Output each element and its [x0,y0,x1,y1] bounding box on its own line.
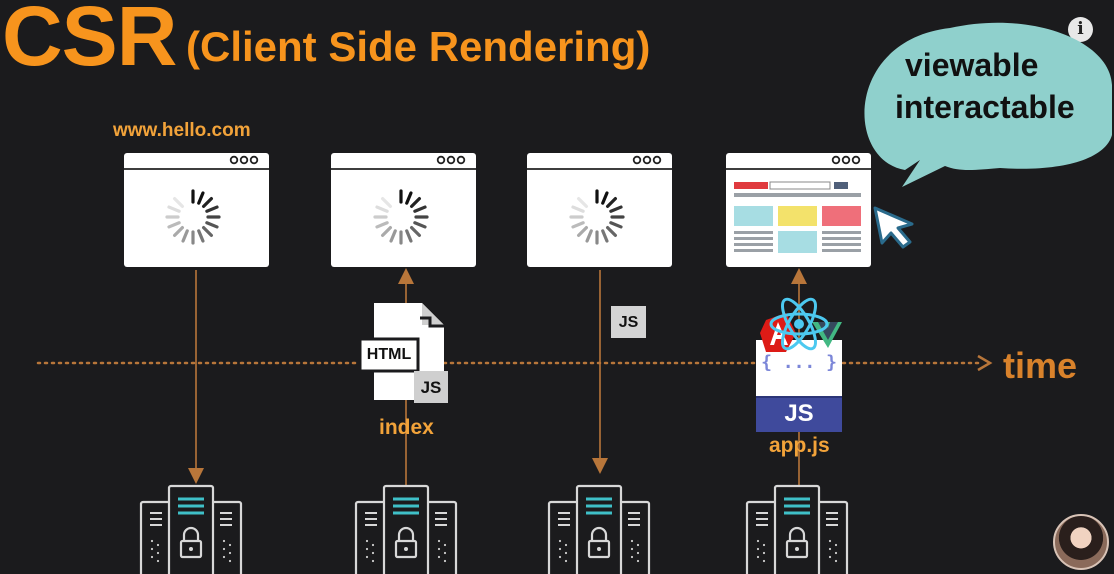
time-label: time [1003,345,1078,386]
braces-label: { ... } [761,352,837,373]
js-badge-label: JS [618,314,639,331]
url-label: www.hello.com [113,120,251,141]
js-file-badge [611,306,646,338]
react-icon [769,297,829,351]
bubble-line-viewable: viewable [905,47,1039,83]
server-icon [547,484,651,574]
index-label: index [379,416,434,439]
server-icon [354,484,458,574]
title-subtitle: (Client Side Rendering) [186,23,651,70]
html-js-label: JS [420,378,442,397]
bubble-line-interactable: interactable [895,89,1075,125]
server-icon [139,484,243,574]
browser-window-2 [331,153,476,267]
browser-window-rendered [726,153,871,267]
speech-bubble [864,22,1112,187]
presenter-avatar [1053,514,1109,570]
browser-window-1 [124,153,269,267]
timeline-arrow [977,354,993,372]
server-icon [745,484,849,574]
html-file-icon [358,303,448,403]
html-label: HTML [366,346,412,363]
appjs-label: app.js [769,434,830,457]
title-csr: CSR [2,0,177,83]
appjs-file-icon [756,340,842,432]
mouse-cursor-icon [873,206,914,249]
browser-window-3 [527,153,672,267]
appjs-js-label: JS [784,400,814,427]
vue-icon [812,322,842,348]
